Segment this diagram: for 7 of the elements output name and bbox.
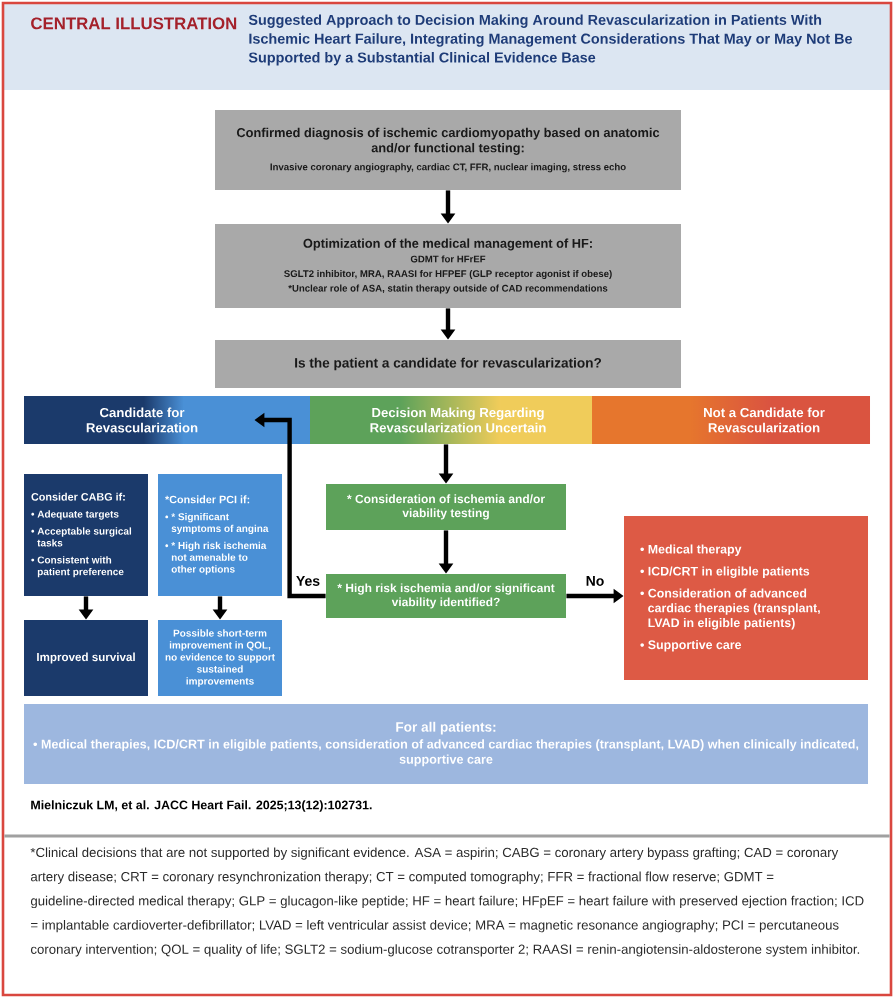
process-box — [215, 110, 681, 190]
criteria-box — [24, 474, 148, 596]
criteria-box — [158, 474, 282, 596]
figure-label: CENTRAL ILLUSTRATION — [31, 17, 237, 30]
summary-box — [24, 704, 868, 784]
recommendation-box — [624, 516, 868, 680]
process-box — [215, 224, 681, 308]
